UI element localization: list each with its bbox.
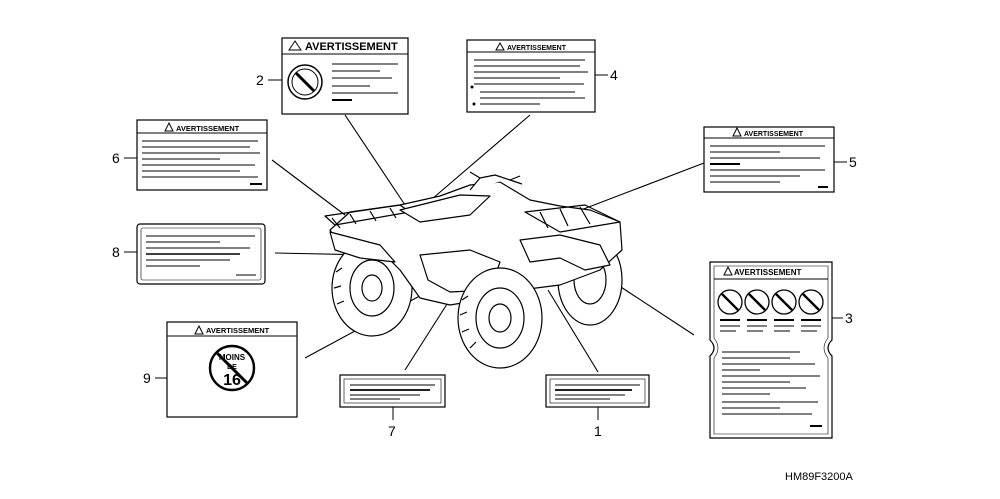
leader-line-2 [344,114,406,206]
label-2: AVERTISSEMENT [281,37,409,115]
label-9: AVERTISSEMENT MOINS DE 16 [166,321,298,418]
warning-title: AVERTISSEMENT [734,268,802,277]
label-4: AVERTISSEMENT [466,39,596,113]
warning-title: AVERTISSEMENT [206,326,270,335]
warning-triangle-icon [495,41,505,51]
leader-line-6 [271,159,346,216]
warning-title: AVERTISSEMENT [176,124,240,133]
callout-4: 4 [610,67,618,83]
label-1 [545,374,650,408]
callout-9: 9 [143,370,151,386]
warning-triangle-icon [732,126,742,137]
warning-title: AVERTISSEMENT [507,45,567,52]
label-8 [136,223,266,285]
leader-line-1 [547,289,599,373]
leader-line-4 [424,114,531,206]
label-5: AVERTISSEMENT [703,126,835,193]
age-text-line1: MOINS [219,353,246,362]
callout-7: 7 [388,423,396,439]
part-code: HM89F3200A [785,471,854,483]
warning-triangle-icon [194,324,204,335]
callout-1: 1 [594,423,602,439]
callout-2: 2 [256,72,264,88]
warning-triangle-icon [164,121,174,132]
callout-5: 5 [849,154,857,170]
atv-illustration [324,171,623,369]
warning-title: AVERTISSEMENT [305,41,398,53]
label-6: AVERTISSEMENT [136,119,268,191]
prohibition-icons [717,289,824,315]
label-7 [339,374,446,408]
front-near-wheel [457,267,543,369]
warning-triangle-icon [288,40,302,51]
callout-8: 8 [112,244,120,260]
callout-6: 6 [112,150,120,166]
age-number: 16 [223,372,241,389]
label-3: AVERTISSEMENT [709,261,833,439]
warning-title: AVERTISSEMENT [744,131,804,138]
warning-triangle-icon [723,265,733,276]
callout-3: 3 [845,310,853,326]
